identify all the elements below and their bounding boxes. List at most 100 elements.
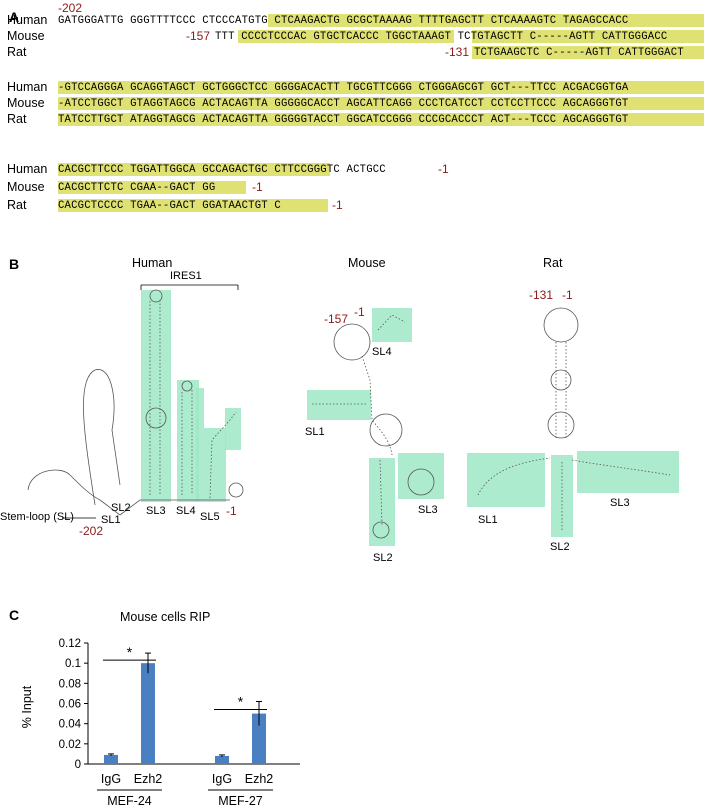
human-sl4b-box <box>196 388 204 502</box>
human-sl2-stem <box>83 369 121 506</box>
rat-sl1-box <box>467 453 545 507</box>
mouse-sl1-box <box>307 390 371 420</box>
human-sl4-label: SL4 <box>176 505 196 517</box>
ires-label: IRES1 <box>170 270 202 282</box>
rat-title: Rat <box>543 256 563 270</box>
bar <box>252 713 266 764</box>
rat-bulge-1 <box>550 369 572 391</box>
human-struct-end: -1 <box>226 504 237 518</box>
highlight <box>58 163 330 176</box>
human-sl4-box <box>177 380 199 502</box>
human-struct-start: -202 <box>79 524 104 538</box>
rna-structures <box>27 284 671 539</box>
rat-sl3-box <box>577 451 679 493</box>
mouse-title: Mouse <box>348 256 386 270</box>
panel-b-label: B <box>9 256 20 272</box>
rat-struct-start: -131 <box>529 288 554 302</box>
human-end: -1 <box>438 162 449 176</box>
mouse-sl2-label: SL2 <box>373 552 393 564</box>
seq-human: CACGCTTCCC TGGATTGGCA GCCAGACTGC CTTCCGG… <box>58 164 386 176</box>
bar <box>104 754 118 764</box>
species-human: Human <box>7 162 48 176</box>
human-backbone <box>119 499 230 516</box>
chart-title: Mouse cells RIP <box>120 610 211 624</box>
human-sl3-box <box>141 290 171 502</box>
human-sl4-stem <box>181 390 193 495</box>
mouse-start: -157 <box>186 29 211 43</box>
seq-rat: TATCCTTGCT ATAGGTAGCG ACTACAGTTA GGGGGTA… <box>58 114 629 126</box>
human-sl3-label: SL3 <box>146 505 166 517</box>
human-sl5b-box <box>225 408 241 450</box>
rat-sl3-label: SL3 <box>610 497 630 509</box>
highlight <box>472 30 704 43</box>
group-label: MEF-24 <box>107 794 152 808</box>
mouse-end: -1 <box>252 180 263 194</box>
highlight <box>238 30 454 43</box>
mouse-sl1-label: SL1 <box>305 426 325 438</box>
human-sl5-label: SL5 <box>200 511 220 523</box>
human-title: Human <box>132 256 173 270</box>
species-rat: Rat <box>7 112 27 126</box>
species-mouse: Mouse <box>7 180 45 194</box>
rat-struct-end: -1 <box>562 288 573 302</box>
seq-rat: CACGCTCCCC TGAA--GACT GGATAACTGT C <box>58 200 281 212</box>
human-sl3-stem <box>149 300 161 495</box>
human-sl5-stem <box>209 411 237 499</box>
y-tick-label: 0.08 <box>59 678 81 690</box>
panel-c-label: C <box>9 607 20 623</box>
stem-loop-label: Stem-loop (SL) <box>0 511 74 523</box>
rat-bulge-2 <box>547 411 575 439</box>
highlight <box>58 97 704 110</box>
rat-sl1-label: SL1 <box>478 514 498 526</box>
highlight <box>58 181 246 194</box>
rat-sl1 <box>477 457 551 496</box>
highlight <box>268 14 704 27</box>
seq-mouse: TTT CCCCTCCCAC GTGCTCACCC TGGCTAAAGT TCT… <box>215 31 668 43</box>
significance-star: * <box>127 644 133 660</box>
highlight <box>472 46 704 59</box>
human-sl3-bulge <box>145 407 167 429</box>
y-tick-label: 0.06 <box>59 699 81 711</box>
group-label: MEF-27 <box>218 794 263 808</box>
significance-star: * <box>238 694 244 710</box>
x-tick-label: IgG <box>101 772 121 786</box>
mouse-sl2 <box>379 459 383 526</box>
mouse-top-loop <box>333 323 371 361</box>
seq-human: -GTCCAGGGA GCAGGTAGCT GCTGGGCTCC GGGGACA… <box>58 82 629 94</box>
human-sl3-loop <box>149 289 163 303</box>
species-mouse: Mouse <box>7 29 45 43</box>
human-sl5-box <box>204 428 226 502</box>
rat-stem <box>555 342 567 440</box>
bar <box>141 663 155 764</box>
species-mouse: Mouse <box>7 96 45 110</box>
y-tick-label: 0.02 <box>59 739 81 751</box>
rat-sl2-label: SL2 <box>550 541 570 553</box>
human-sl2-label: SL2 <box>111 502 131 514</box>
species-human: Human <box>7 80 48 94</box>
panel-a-label: A <box>9 9 20 25</box>
y-tick-label: 0.04 <box>59 719 82 731</box>
seq-rat: TCTGAAGCTC C-----AGTT CATTGGGACT <box>474 47 684 59</box>
mouse-sl3-loop <box>407 468 435 496</box>
highlight <box>58 81 704 94</box>
mouse-sl3-label: SL3 <box>418 504 438 516</box>
x-tick-label: Ezh2 <box>134 772 163 786</box>
seq-mouse: -ATCCTGGCT GTAGGTAGCG ACTACAGTTA GGGGGCA… <box>58 98 629 110</box>
mouse-sl4-box <box>372 308 412 342</box>
y-tick-label: 0.12 <box>59 638 81 650</box>
seq-human: GATGGGATTG GGGTTTTCCC CTCCCATGTG CTCAAGA… <box>58 15 629 27</box>
rat-end: -1 <box>332 198 343 212</box>
human-start: -202 <box>58 1 83 15</box>
human-sl4-loop <box>181 380 193 392</box>
species-rat: Rat <box>7 45 27 59</box>
species-human: Human <box>7 13 48 27</box>
rat-sl2-box <box>551 455 573 537</box>
human-sl5-loop <box>228 482 244 498</box>
y-tick-label: 0.1 <box>65 658 81 670</box>
rat-start: -131 <box>445 45 470 59</box>
highlight <box>58 113 704 126</box>
y-tick-label: 0 <box>75 759 81 771</box>
mouse-sl2-loop <box>372 521 390 539</box>
rat-top-loop <box>543 307 579 343</box>
